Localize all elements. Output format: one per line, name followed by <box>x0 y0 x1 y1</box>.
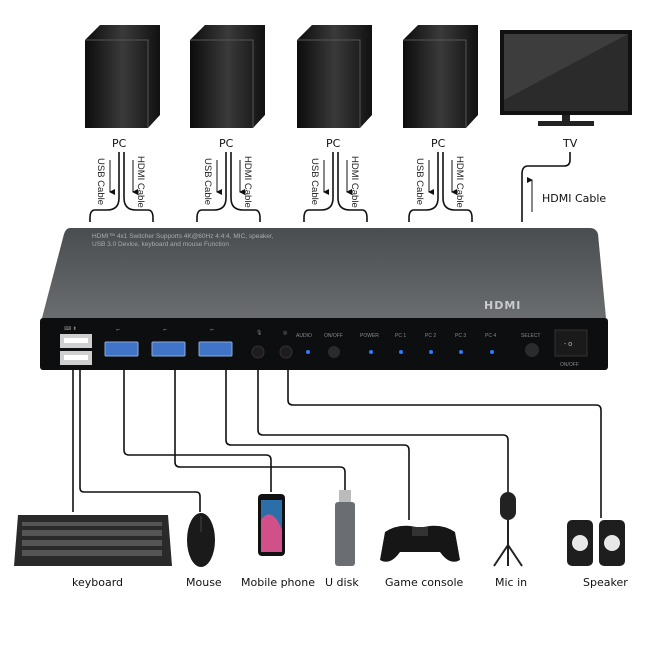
tv-connection: TV HDMI Cable <box>521 137 606 222</box>
svg-text:PC 1: PC 1 <box>395 333 406 339</box>
pc-1-icon <box>85 25 160 128</box>
label-u-disk: U disk <box>325 576 359 589</box>
peripheral-labels: keyboard Mouse Mobile phone U disk Game … <box>72 576 628 589</box>
pc3-led <box>459 350 463 354</box>
hdmi-logo: HDMI <box>484 299 521 312</box>
svg-text:PC 3: PC 3 <box>455 333 466 339</box>
pc1-led <box>399 350 403 354</box>
select-button[interactable] <box>525 343 539 357</box>
usb-icon: ⭠ <box>210 327 214 333</box>
svg-text:- o: - o <box>564 341 572 348</box>
svg-text:HDMI™ 4x1 Switcher Supports 4K: HDMI™ 4x1 Switcher Supports 4K@60Hz 4:4:… <box>92 233 274 240</box>
svg-text:SELECT: SELECT <box>521 333 540 339</box>
usb3-port-2[interactable] <box>151 341 186 357</box>
label-mic-in: Mic in <box>495 576 527 589</box>
pc-4-icon <box>403 25 478 128</box>
pc-3-icon <box>297 25 372 128</box>
label-game-console: Game console <box>385 576 464 589</box>
svg-text:ON/OFF: ON/OFF <box>324 333 343 339</box>
svg-text:HDMI Cable: HDMI Cable <box>349 156 360 208</box>
label-mouse: Mouse <box>186 576 222 589</box>
svg-text:USB 3.0 Device, keyboard and m: USB 3.0 Device, keyboard and mouse Funct… <box>92 241 229 248</box>
usb-icon: ⭠ <box>163 327 167 333</box>
label-speaker: Speaker <box>583 576 628 589</box>
label-keyboard: keyboard <box>72 576 123 589</box>
power-switch[interactable] <box>554 329 588 357</box>
svg-text:USB Cable: USB Cable <box>95 158 106 205</box>
audio-led <box>306 350 310 354</box>
svg-text:USB Cable: USB Cable <box>202 158 213 205</box>
peripheral-cables <box>72 370 602 520</box>
svg-text:USB Cable: USB Cable <box>414 158 425 205</box>
pc2-led <box>429 350 433 354</box>
svg-text:AUDIO: AUDIO <box>296 333 312 339</box>
mobile-phone-icon <box>258 494 285 556</box>
pc4-led <box>490 350 494 354</box>
usb3-port-3[interactable] <box>198 341 233 357</box>
kvm-switcher: HDMI™ 4x1 Switcher Supports 4K@60Hz 4:4:… <box>40 228 608 370</box>
microphone-icon <box>493 492 523 567</box>
pc-2-icon <box>190 25 265 128</box>
power-led <box>369 350 373 354</box>
game-console-icon <box>380 525 460 562</box>
svg-text:PC: PC <box>112 137 127 150</box>
mouse-icon <box>187 513 215 567</box>
svg-text:HDMI Cable: HDMI Cable <box>135 156 146 208</box>
svg-text:HDMI Cable: HDMI Cable <box>454 156 465 208</box>
audio-on-off-button[interactable] <box>328 346 340 358</box>
usb-disk-icon <box>335 490 355 566</box>
pc-4-connection: PC USB Cable HDMI Cable <box>408 137 473 222</box>
svg-text:PC: PC <box>431 137 446 150</box>
svg-text:USB Cable: USB Cable <box>309 158 320 205</box>
svg-text:HDMI Cable: HDMI Cable <box>242 156 253 208</box>
mic-jack[interactable] <box>251 345 265 359</box>
pc-2-connection: PC USB Cable HDMI Cable <box>196 137 261 222</box>
tv-icon <box>500 30 632 126</box>
mic-icon: 🎙 <box>256 329 262 336</box>
label-mobile-phone: Mobile phone <box>241 576 315 589</box>
headphone-icon: ◎ <box>283 330 288 336</box>
pc-3-connection: PC USB Cable HDMI Cable <box>303 137 368 222</box>
usb3-port-1[interactable] <box>104 341 139 357</box>
keyboard-icon <box>14 515 172 566</box>
svg-text:PC 4: PC 4 <box>485 333 496 339</box>
usb3-ports: ⭠ ⭠ ⭠ <box>104 327 233 357</box>
svg-text:TV: TV <box>562 137 578 150</box>
svg-text:POWER: POWER <box>360 333 379 339</box>
svg-text:ON/OFF: ON/OFF <box>560 362 579 368</box>
svg-text:HDMI Cable: HDMI Cable <box>542 192 606 205</box>
speaker-icon <box>567 520 625 566</box>
svg-text:PC: PC <box>326 137 341 150</box>
front-panel <box>40 318 608 370</box>
usb-icon: ⭠ <box>116 327 120 333</box>
keyboard-mouse-icon: ⌨ ⬍ <box>64 326 77 332</box>
speaker-jack[interactable] <box>279 345 293 359</box>
svg-text:PC 2: PC 2 <box>425 333 436 339</box>
pc-1-connection: PC USB Cable HDMI Cable <box>89 137 154 222</box>
svg-text:PC: PC <box>219 137 234 150</box>
